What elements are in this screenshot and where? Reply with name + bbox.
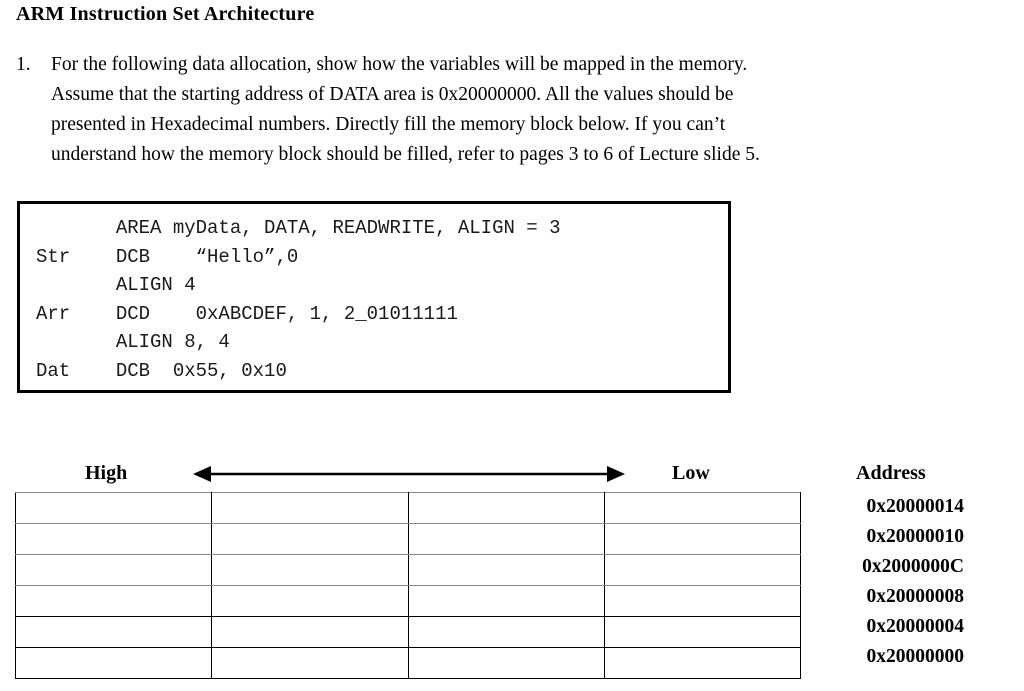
table-row [14, 554, 802, 586]
memory-cell[interactable] [14, 585, 213, 617]
question-line: Assume that the starting address of DATA… [51, 84, 734, 105]
memory-cell[interactable] [407, 523, 605, 555]
question-block: 1. For the following data allocation, sh… [14, 50, 989, 170]
memory-cell[interactable] [407, 647, 605, 679]
memory-cell[interactable] [211, 616, 409, 648]
memory-cell[interactable] [211, 647, 409, 679]
memory-cell[interactable] [211, 585, 409, 617]
memory-cell[interactable] [407, 554, 605, 586]
memory-cell[interactable] [14, 523, 213, 555]
table-row [14, 616, 802, 648]
table-row [14, 647, 802, 679]
direction-arrow-icon [193, 466, 625, 482]
code-block: AREA myData, DATA, READWRITE, ALIGN = 3 … [17, 201, 731, 393]
address-column: 0x20000014 0x20000010 0x2000000C 0x20000… [806, 492, 964, 672]
question-text: For the following data allocation, show … [51, 50, 989, 170]
assembly-code-listing: AREA myData, DATA, READWRITE, ALIGN = 3 … [36, 217, 561, 382]
high-address-label: High [85, 462, 128, 484]
table-row [14, 585, 802, 617]
memory-cell[interactable] [14, 647, 213, 679]
memory-cell[interactable] [603, 616, 802, 648]
memory-cell[interactable] [603, 492, 802, 524]
memory-cell[interactable] [407, 585, 605, 617]
memory-cell[interactable] [407, 616, 605, 648]
memory-block-table [14, 492, 802, 679]
table-row [14, 492, 802, 524]
question-line: understand how the memory block should b… [51, 144, 760, 165]
memory-cell[interactable] [603, 554, 802, 586]
memory-cell[interactable] [407, 492, 605, 524]
address-column-header: Address [856, 462, 926, 484]
address-label: 0x20000008 [866, 586, 965, 607]
page-title: ARM Instruction Set Architecture [16, 3, 315, 25]
address-label: 0x2000000C [862, 556, 964, 577]
memory-cell[interactable] [14, 616, 213, 648]
memory-cell[interactable] [211, 523, 409, 555]
memory-cell[interactable] [14, 492, 213, 524]
address-label: 0x20000010 [866, 526, 965, 547]
question-line: presented in Hexadecimal numbers. Direct… [51, 114, 726, 135]
memory-cell[interactable] [211, 492, 409, 524]
question-number: 1. [16, 54, 31, 75]
address-label: 0x20000000 [866, 646, 965, 667]
address-label: 0x20000004 [866, 616, 965, 637]
memory-cell[interactable] [603, 585, 802, 617]
memory-direction-header: High Low Address [0, 462, 1024, 492]
memory-cell[interactable] [603, 647, 802, 679]
table-row [14, 523, 802, 555]
address-label: 0x20000014 [866, 496, 965, 517]
question-line: For the following data allocation, show … [51, 54, 748, 75]
memory-cell[interactable] [211, 554, 409, 586]
memory-cell[interactable] [14, 554, 213, 586]
low-address-label: Low [672, 462, 710, 484]
memory-cell[interactable] [603, 523, 802, 555]
